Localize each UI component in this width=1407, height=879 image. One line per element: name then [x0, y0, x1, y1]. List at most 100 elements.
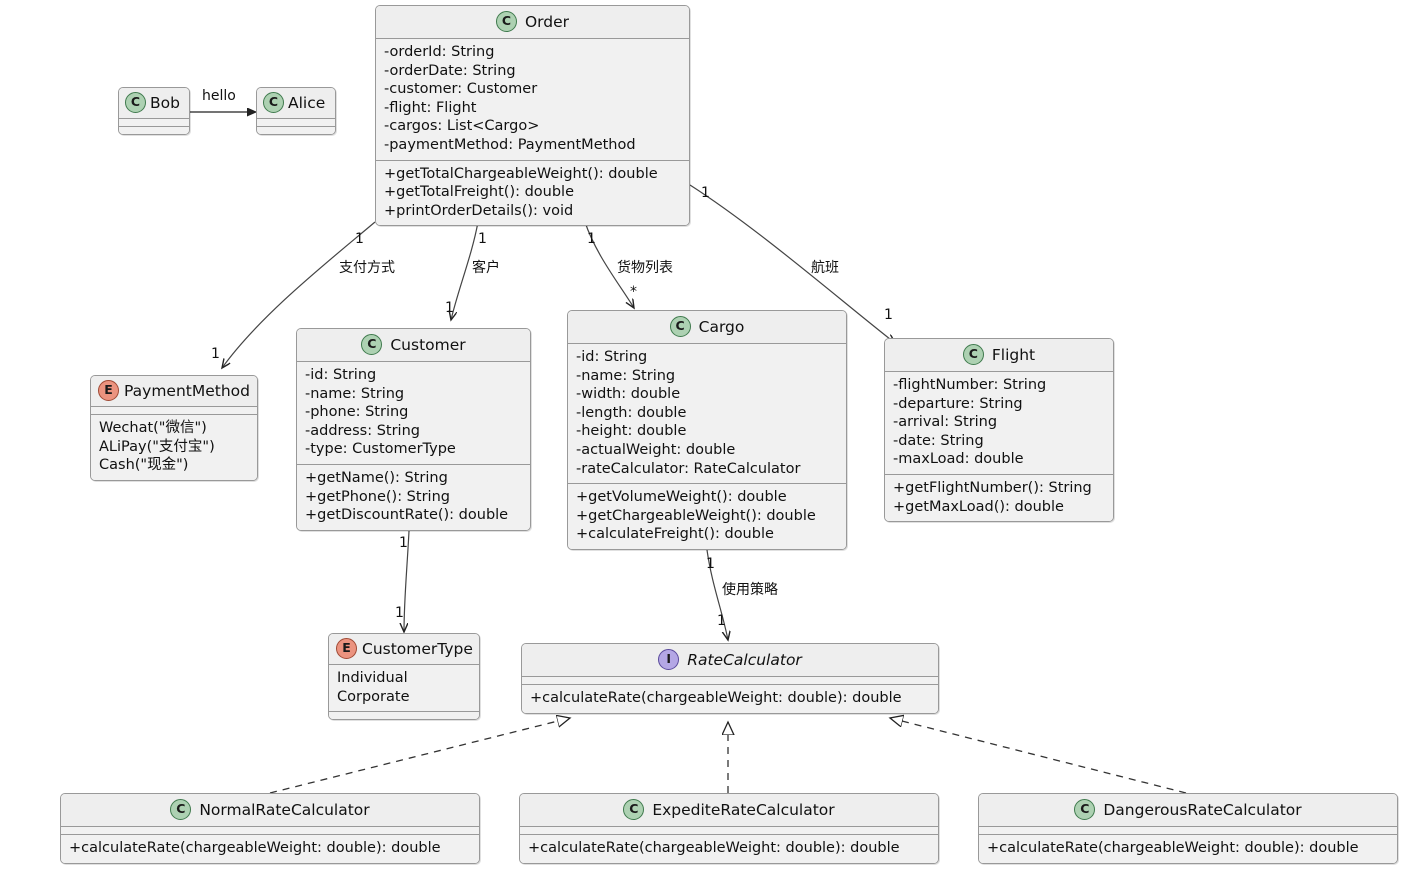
edge-label-customer: 客户: [472, 260, 500, 276]
attribute-row: -cargos: List<Cargo>: [384, 118, 540, 135]
interface-stereotype-icon: I: [658, 649, 680, 670]
method-row: +calculateFreight(): double: [576, 526, 774, 543]
enum-node-customertype[interactable]: E CustomerType Individual Corporate: [328, 633, 480, 721]
class-node-expediteratecalculator[interactable]: C ExpediteRateCalculator +calculateRate(…: [519, 793, 939, 864]
class-stereotype-icon: C: [125, 92, 146, 113]
attribute-row: -width: double: [576, 386, 681, 403]
method-row: +calculateRate(chargeableWeight: double)…: [69, 840, 441, 856]
class-name: Alice: [288, 93, 326, 112]
class-name: Customer: [390, 335, 466, 354]
interface-node-ratecalculator[interactable]: I RateCalculator +calculateRate(chargeab…: [521, 643, 939, 714]
mult-order-flight-target: 1: [884, 307, 893, 323]
methods-compartment: [257, 126, 335, 134]
edge-label-payment-method: 支付方式: [339, 260, 395, 276]
mult-order-payment-target: 1: [211, 346, 220, 362]
class-node-normalratecalculator-header: C NormalRateCalculator: [61, 794, 479, 826]
method-row: +getPhone(): String: [305, 488, 450, 505]
class-node-customer-header: C Customer: [297, 329, 530, 361]
attributes-compartment: -orderId: String -orderDate: String -cus…: [376, 38, 689, 160]
class-stereotype-icon: C: [263, 92, 284, 113]
mult-order-customer-source: 1: [478, 231, 487, 247]
attributes-compartment: [257, 118, 335, 126]
attribute-row: -actualWeight: double: [576, 441, 736, 458]
edge-label-flight: 航班: [811, 260, 839, 276]
attribute-row: -type: CustomerType: [305, 441, 456, 458]
method-row: +getName(): String: [305, 469, 448, 486]
enum-node-customertype-header: E CustomerType: [329, 634, 479, 664]
mult-customer-customertype-target: 1: [395, 605, 404, 621]
class-stereotype-icon: C: [623, 799, 645, 820]
attributes-compartment: -id: String -name: String -width: double…: [568, 343, 846, 484]
enum-value-row: Cash("现金"): [99, 457, 189, 474]
attributes-compartment: [979, 826, 1397, 834]
attribute-row: -id: String: [576, 349, 648, 365]
class-node-normalratecalculator[interactable]: C NormalRateCalculator +calculateRate(ch…: [60, 793, 480, 864]
method-row: +getChargeableWeight(): double: [576, 507, 816, 524]
attribute-row: -departure: String: [893, 395, 1023, 412]
methods-compartment: +getName(): String +getPhone(): String +…: [297, 463, 530, 530]
class-stereotype-icon: C: [361, 334, 383, 355]
enum-value-row: Corporate: [337, 688, 410, 705]
attribute-row: -flightNumber: String: [893, 377, 1047, 393]
attribute-row: -customer: Customer: [384, 81, 538, 98]
class-name: Cargo: [698, 317, 745, 336]
methods-compartment: +getTotalChargeableWeight(): double +get…: [376, 159, 689, 226]
methods-compartment: +getFlightNumber(): String +getMaxLoad()…: [885, 473, 1113, 522]
method-row: +getTotalFreight(): double: [384, 184, 575, 201]
class-stereotype-icon: C: [962, 344, 984, 365]
class-node-customer[interactable]: C Customer -id: String -name: String -ph…: [296, 328, 531, 531]
methods-compartment: +calculateRate(chargeableWeight: double)…: [520, 834, 938, 863]
class-node-dangerousratecalculator-header: C DangerousRateCalculator: [979, 794, 1397, 826]
attribute-row: -maxLoad: double: [893, 451, 1024, 468]
attributes-compartment: [61, 826, 479, 834]
attribute-row: -date: String: [893, 432, 984, 449]
class-node-flight[interactable]: C Flight -flightNumber: String -departur…: [884, 338, 1114, 523]
attribute-row: -flight: Flight: [384, 99, 477, 116]
edge-label-cargo-list: 货物列表: [617, 260, 673, 276]
class-stereotype-icon: C: [669, 316, 691, 337]
class-node-bob[interactable]: C Bob: [118, 87, 190, 135]
attribute-row: -rateCalculator: RateCalculator: [576, 460, 801, 477]
class-name: Bob: [150, 93, 180, 112]
mult-cargo-ratecalculator-source: 1: [706, 556, 715, 572]
enum-spacer-compartment: [91, 406, 257, 414]
attribute-row: -orderId: String: [384, 44, 495, 60]
methods-compartment: +getVolumeWeight(): double +getChargeabl…: [568, 483, 846, 549]
enum-value-row: Wechat("微信"): [99, 420, 207, 436]
attribute-row: -id: String: [305, 367, 377, 383]
edge-label-hello: hello: [202, 88, 236, 104]
attribute-row: -paymentMethod: PaymentMethod: [384, 136, 636, 153]
interface-node-ratecalculator-header: I RateCalculator: [522, 644, 938, 676]
method-row: +calculateRate(chargeableWeight: double)…: [528, 840, 900, 856]
enum-node-paymentmethod-header: E PaymentMethod: [91, 376, 257, 406]
mult-customer-customertype-source: 1: [399, 535, 408, 551]
enum-node-paymentmethod[interactable]: E PaymentMethod Wechat("微信") ALiPay("支付宝…: [90, 375, 258, 481]
method-row: +printOrderDetails(): void: [384, 202, 574, 219]
attribute-row: -name: String: [576, 367, 676, 384]
interface-name: RateCalculator: [687, 650, 802, 669]
class-node-alice[interactable]: C Alice: [256, 87, 336, 135]
enum-trailing-compartment: [329, 711, 479, 720]
class-node-order[interactable]: C Order -orderId: String -orderDate: Str…: [375, 5, 690, 227]
attributes-compartment: [119, 118, 189, 126]
mult-order-payment-source: 1: [355, 231, 364, 247]
method-row: +calculateRate(chargeableWeight: double)…: [530, 690, 902, 706]
class-node-cargo[interactable]: C Cargo -id: String -name: String -width…: [567, 310, 847, 550]
attribute-row: -phone: String: [305, 404, 409, 421]
class-node-bob-header: C Bob: [119, 88, 189, 118]
class-name: NormalRateCalculator: [199, 800, 370, 819]
class-node-dangerousratecalculator[interactable]: C DangerousRateCalculator +calculateRate…: [978, 793, 1398, 864]
attributes-compartment: -id: String -name: String -phone: String…: [297, 361, 530, 464]
class-node-cargo-header: C Cargo: [568, 311, 846, 343]
methods-compartment: +calculateRate(chargeableWeight: double)…: [979, 834, 1397, 863]
enum-value-row: Individual: [337, 670, 408, 686]
method-row: +getVolumeWeight(): double: [576, 489, 787, 506]
mult-order-customer-target: 1: [445, 300, 454, 316]
attribute-row: -length: double: [576, 404, 687, 421]
attribute-row: -address: String: [305, 422, 420, 439]
class-name: ExpediteRateCalculator: [652, 800, 835, 819]
enum-values-compartment: Wechat("微信") ALiPay("支付宝") Cash("现金"): [91, 414, 257, 480]
class-name: Order: [524, 12, 570, 31]
edge-dangerous-realization: [890, 718, 1187, 794]
attribute-row: -arrival: String: [893, 414, 998, 431]
